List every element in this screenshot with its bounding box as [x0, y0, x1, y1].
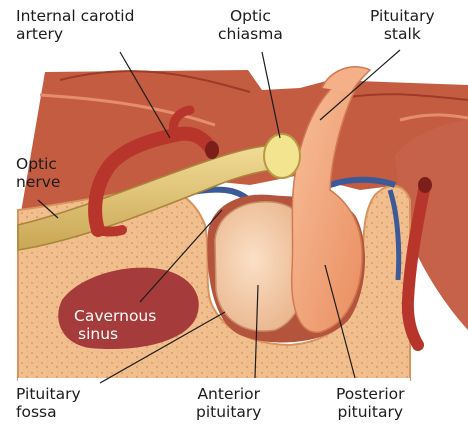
optic-chiasma-shape [264, 134, 300, 178]
label-line-1: Anterior [196, 385, 261, 403]
label-line-1: Pituitary [370, 7, 435, 25]
label-line-2: pituitary [336, 403, 405, 421]
label-line-1: Optic [218, 7, 283, 25]
label-line-1: Cavernous [74, 307, 156, 325]
label-line-1: Optic [16, 155, 60, 173]
label-line-1: Pituitary [16, 385, 81, 403]
label-cavernous-sinus: Cavernous sinus [74, 307, 156, 343]
label-anterior-pituitary: Anterior pituitary [196, 385, 261, 421]
label-pituitary-fossa: Pituitary fossa [16, 385, 81, 421]
label-internal-carotid-artery: Internal carotid artery [16, 7, 134, 43]
label-posterior-pituitary: Posterior pituitary [336, 385, 405, 421]
label-pituitary-stalk: Pituitary stalk [370, 7, 435, 43]
label-optic-chiasma: Optic chiasma [218, 7, 283, 43]
label-line-2: artery [16, 25, 134, 43]
label-line-2: fossa [16, 403, 81, 421]
label-line-2: stalk [370, 25, 435, 43]
label-optic-nerve: Optic nerve [16, 155, 60, 191]
label-line-2: sinus [74, 325, 156, 343]
label-line-1: Internal carotid [16, 7, 134, 25]
label-line-2: chiasma [218, 25, 283, 43]
label-line-2: pituitary [196, 403, 261, 421]
label-line-2: nerve [16, 173, 60, 191]
label-line-1: Posterior [336, 385, 405, 403]
